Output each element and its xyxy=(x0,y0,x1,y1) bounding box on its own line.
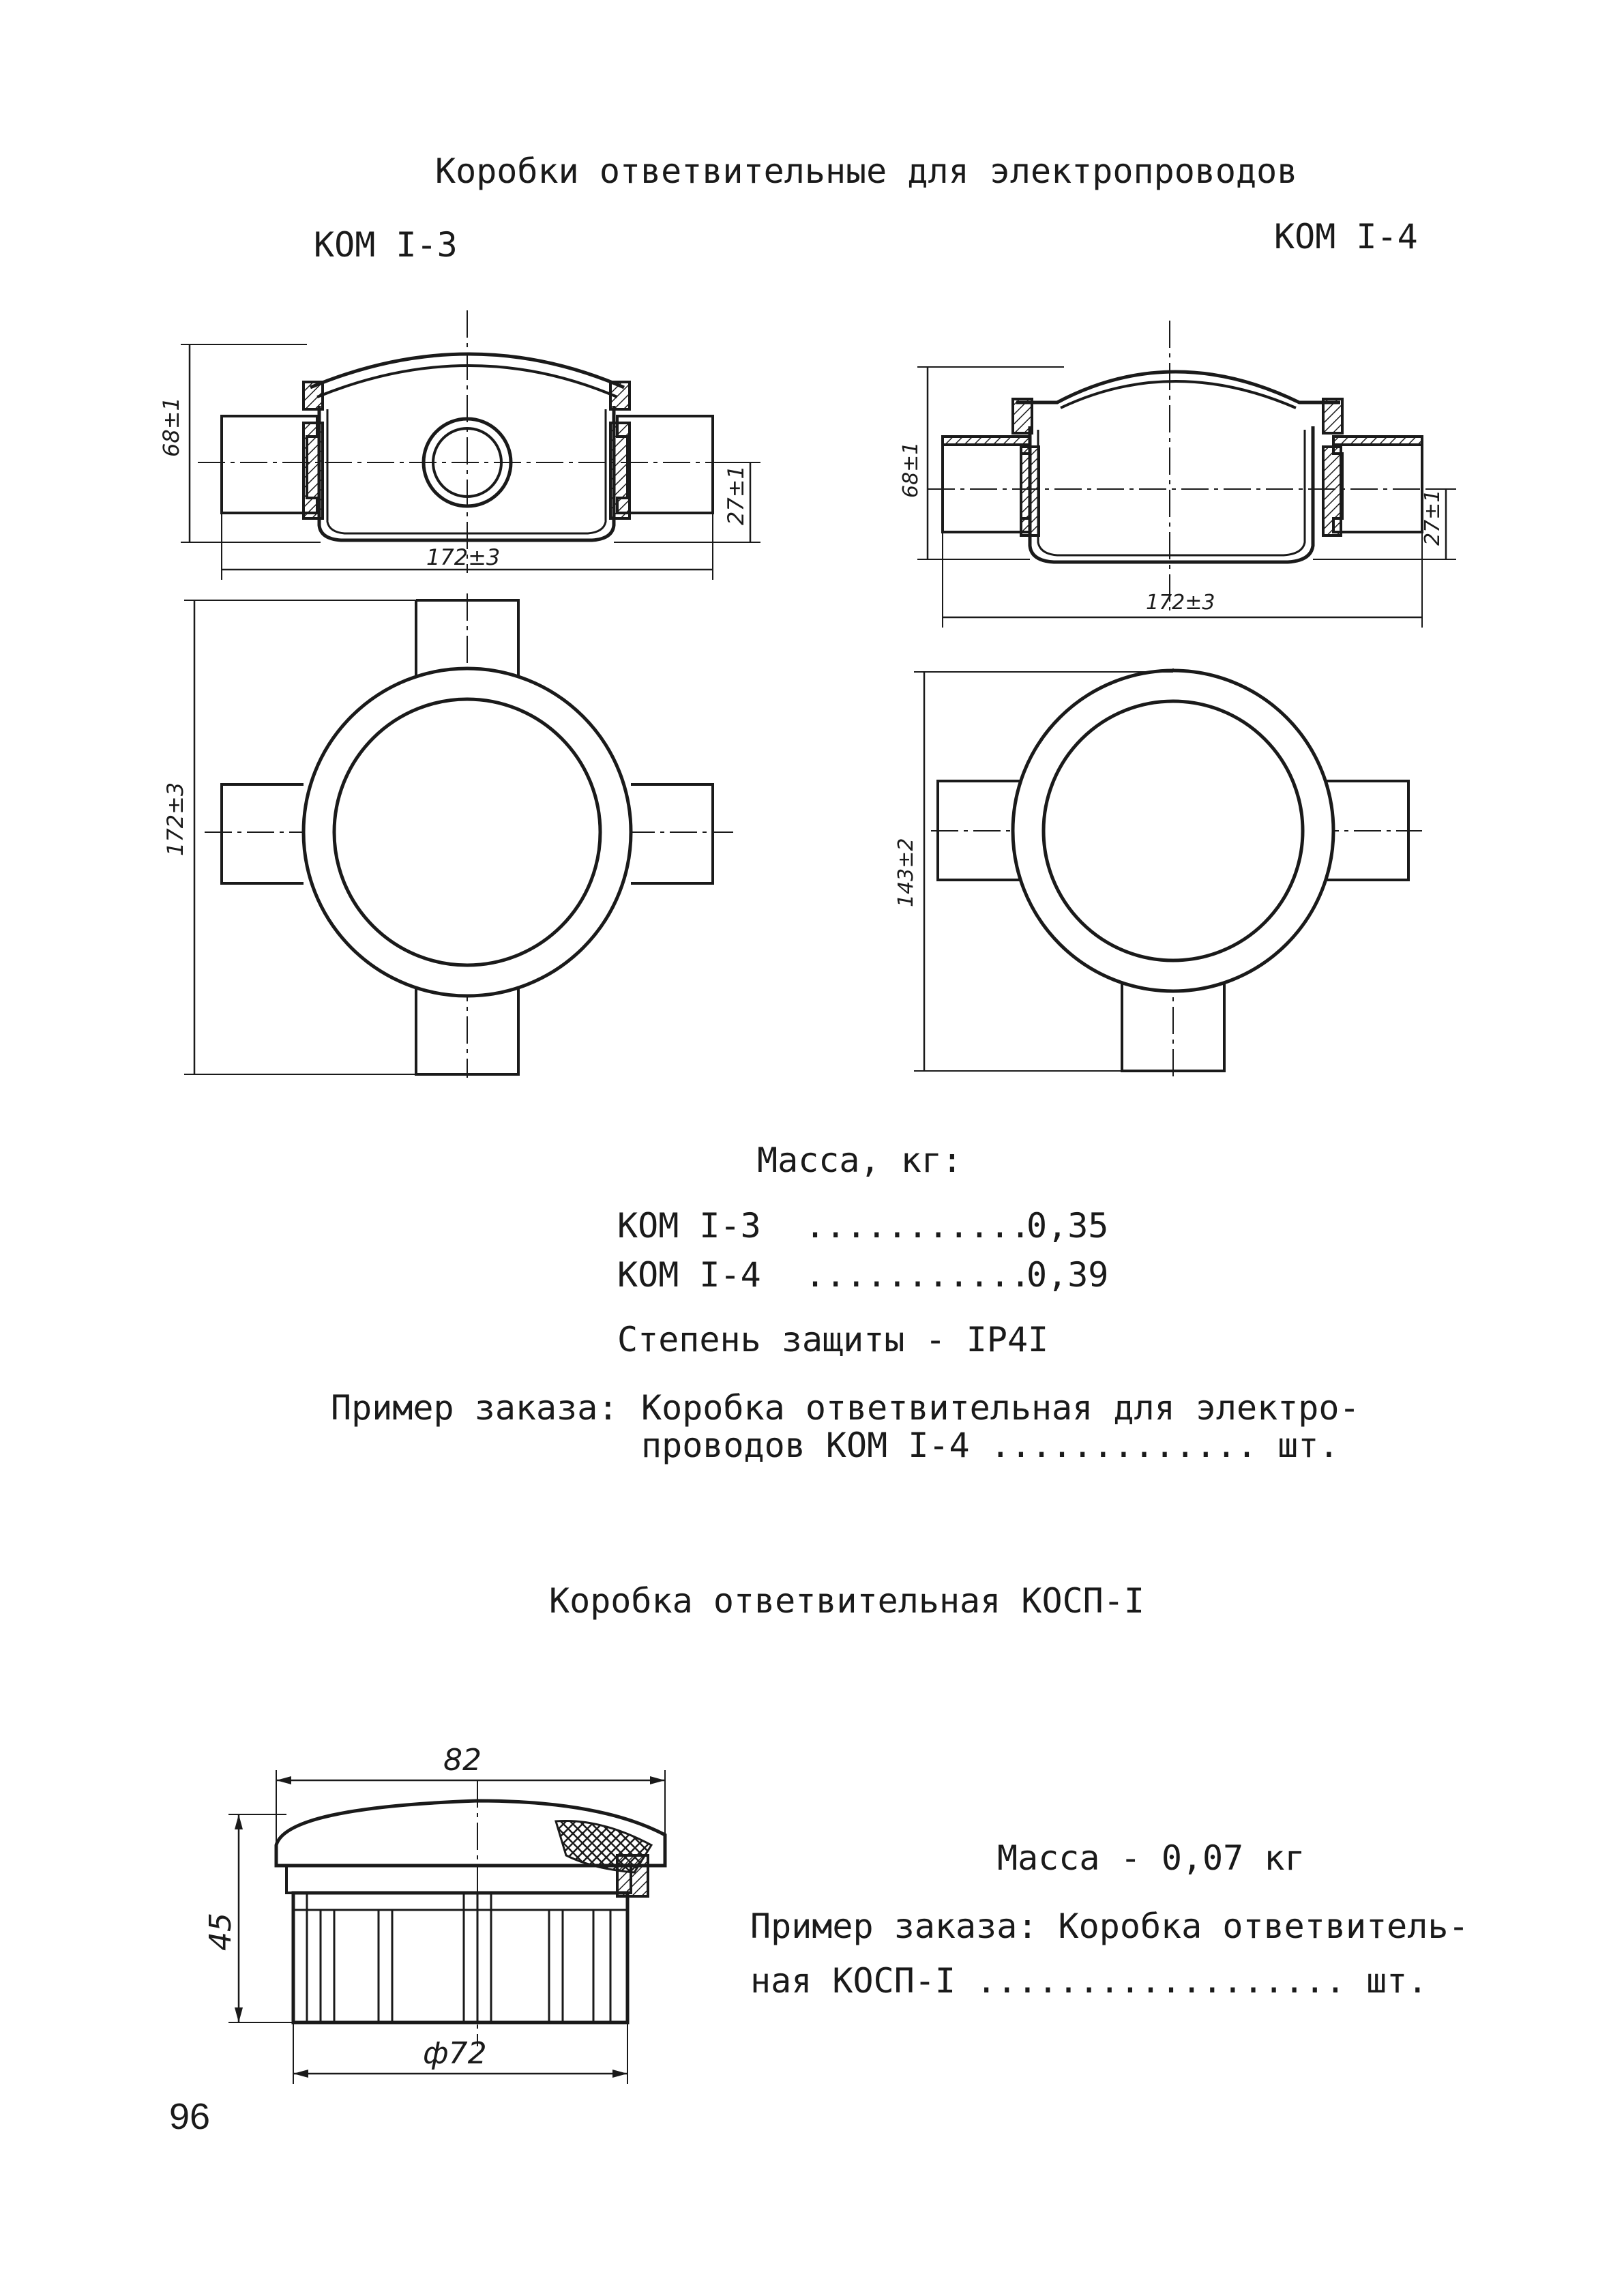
kom13-section-view xyxy=(181,310,760,580)
kom14-plan-view xyxy=(914,668,1422,1078)
page-number: 96 xyxy=(169,2096,211,2137)
kosp-order-line-1: Пример заказа: Коробка ответвитель- xyxy=(750,1907,1469,1946)
mass-row-value: 0,39 xyxy=(1026,1255,1109,1295)
mass-row-dots: ........... xyxy=(805,1255,1031,1295)
kosp-order-line-2: ная КОСП-I .................. шт. xyxy=(750,1961,1428,2001)
kosp-drawing xyxy=(228,1770,667,2084)
kom13-dim-offset: 27±1 xyxy=(723,465,749,525)
kosp-mass: Масса - 0,07 кг xyxy=(997,1838,1305,1878)
kom14-dim-height: 68±1 xyxy=(899,442,923,498)
mass-row-name: КОМ I-3 xyxy=(617,1206,761,1246)
order-label: Пример заказа: xyxy=(331,1388,619,1428)
mass-heading: Масса, кг: xyxy=(757,1140,963,1180)
order-line-2: проводов КОМ I-4 ............. шт. xyxy=(641,1426,1340,1465)
kom14-dim-width: 172±3 xyxy=(1146,591,1215,615)
page-title: Коробки ответвительные для электропровод… xyxy=(435,151,1298,191)
mass-row-dots: ........... xyxy=(805,1206,1031,1246)
kom13-label: КОМ I-3 xyxy=(314,225,458,265)
protection-degree: Степень защиты - IP4I xyxy=(617,1320,1049,1359)
kosp-title: Коробка ответвительная КОСП-I xyxy=(549,1581,1144,1621)
kom14-dim-plan: 143±2 xyxy=(894,838,918,907)
kosp-dim-height: 45 xyxy=(203,1913,238,1951)
kom13-dim-plan: 172±3 xyxy=(162,782,188,856)
kom14-section-view xyxy=(917,321,1456,628)
kom13-dim-width: 172±3 xyxy=(426,544,500,570)
kosp-dim-top: 82 xyxy=(443,1743,482,1778)
kom14-label: КОМ I-4 xyxy=(1274,217,1418,256)
mass-row-value: 0,35 xyxy=(1026,1206,1109,1246)
order-line-1: Коробка ответвительная для электро- xyxy=(641,1388,1360,1428)
kom13-dim-height: 68±1 xyxy=(158,397,184,457)
kosp-dim-diameter: ф72 xyxy=(423,2036,487,2071)
kom14-dim-offset: 27±1 xyxy=(1421,490,1445,546)
kom13-plan-view xyxy=(184,593,733,1078)
mass-row-name: КОМ I-4 xyxy=(617,1255,761,1295)
